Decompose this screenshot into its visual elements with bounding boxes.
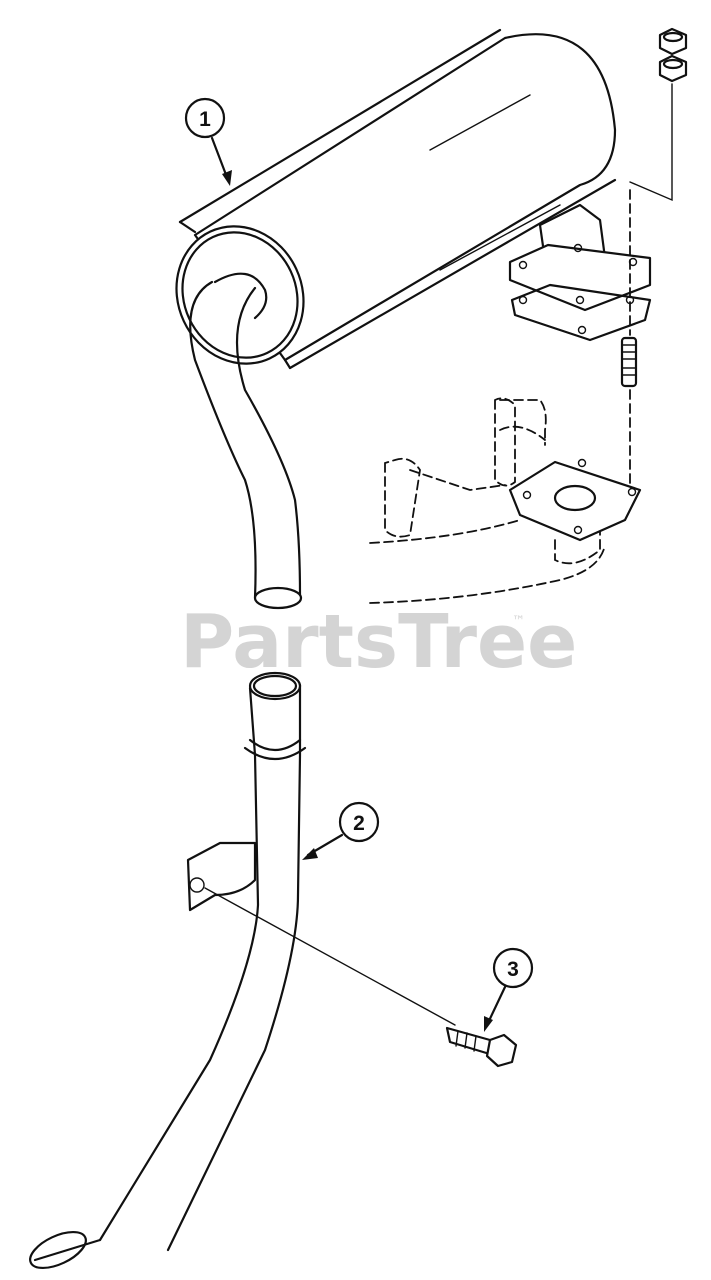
callout-3: 3: [484, 947, 534, 1032]
muffler: [175, 28, 652, 370]
svg-text:2: 2: [353, 812, 365, 835]
svg-text:3: 3: [507, 958, 519, 981]
engine-exhaust-flange: [508, 458, 642, 542]
parts-tree-watermark: PartsTree ™: [180, 599, 577, 685]
muffler-tail-pipe: [189, 272, 303, 610]
engine-outline: [369, 397, 606, 604]
svg-text:PartsTree: PartsTree: [180, 599, 577, 685]
bolt: [204, 887, 518, 1068]
callout-2: 2: [302, 801, 380, 860]
svg-text:™: ™: [512, 614, 525, 629]
svg-text:1: 1: [199, 108, 211, 131]
hex-nuts: [629, 27, 688, 202]
exhaust-pipe: [29, 671, 307, 1270]
stud: [620, 189, 638, 489]
callout-1: 1: [184, 97, 232, 186]
